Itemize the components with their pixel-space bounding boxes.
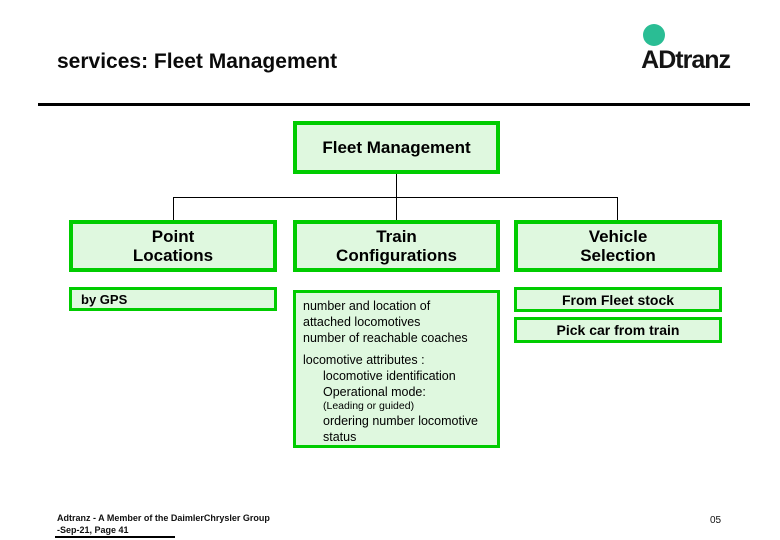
vehicle-selection-label-line1: Vehicle bbox=[588, 227, 648, 246]
train-detail-line: (Leading or guided) bbox=[323, 400, 415, 412]
branch-box-train-configurations: Train Configurations bbox=[293, 220, 500, 272]
footer-underline bbox=[55, 536, 175, 538]
train-detail-line: ordering number locomotive bbox=[323, 414, 478, 428]
logo-text: ADtranz bbox=[641, 46, 731, 74]
logo-dot-icon bbox=[643, 24, 665, 46]
branch-box-vehicle-selection: Vehicle Selection bbox=[514, 220, 722, 272]
connector-horizontal bbox=[173, 197, 618, 198]
train-detail-line: Operational mode: bbox=[323, 385, 426, 399]
branch-box-point-locations: Point Locations bbox=[69, 220, 277, 272]
page-number: 05 bbox=[710, 515, 722, 526]
connector-drop-center bbox=[396, 198, 397, 220]
footer-line1: Adtranz - A Member of the DaimlerChrysle… bbox=[57, 513, 270, 523]
train-detail-line: locomotive identification bbox=[323, 369, 456, 383]
title-divider-line bbox=[38, 103, 750, 106]
fleet-management-box: Fleet Management bbox=[293, 121, 500, 174]
connector-root-vertical bbox=[396, 174, 397, 198]
vehicle-selection-label-line2: Selection bbox=[580, 246, 656, 265]
adtranz-logo: ADtranz bbox=[615, 20, 731, 75]
train-details-box: number and location of attached locomoti… bbox=[293, 290, 500, 448]
train-detail-line: locomotive attributes : bbox=[303, 353, 425, 367]
train-configurations-label-line1: Train bbox=[376, 227, 417, 246]
point-locations-label-line1: Point bbox=[151, 227, 195, 246]
pick-car-box: Pick car from train bbox=[514, 317, 722, 343]
fleet-stock-box: From Fleet stock bbox=[514, 287, 722, 312]
train-configurations-label-line2: Configurations bbox=[336, 246, 457, 265]
connector-drop-left bbox=[173, 198, 174, 220]
pick-car-label: Pick car from train bbox=[556, 322, 680, 338]
footer-line2: -Sep-21, Page 41 bbox=[57, 525, 129, 535]
point-locations-label-line2: Locations bbox=[132, 246, 214, 265]
footer: Adtranz - A Member of the DaimlerChrysle… bbox=[57, 512, 270, 536]
train-detail-line: number of reachable coaches bbox=[303, 331, 468, 345]
gps-box: by GPS bbox=[69, 287, 277, 311]
connector-drop-right bbox=[617, 198, 618, 220]
train-detail-line: attached locomotives bbox=[303, 315, 421, 329]
train-detail-line: number and location of bbox=[303, 299, 431, 313]
fleet-management-label: Fleet Management bbox=[322, 137, 471, 157]
slide-title: services: Fleet Management bbox=[57, 50, 338, 73]
train-detail-line: status bbox=[323, 430, 357, 444]
gps-label: by GPS bbox=[81, 291, 128, 307]
fleet-stock-label: From Fleet stock bbox=[561, 291, 675, 308]
